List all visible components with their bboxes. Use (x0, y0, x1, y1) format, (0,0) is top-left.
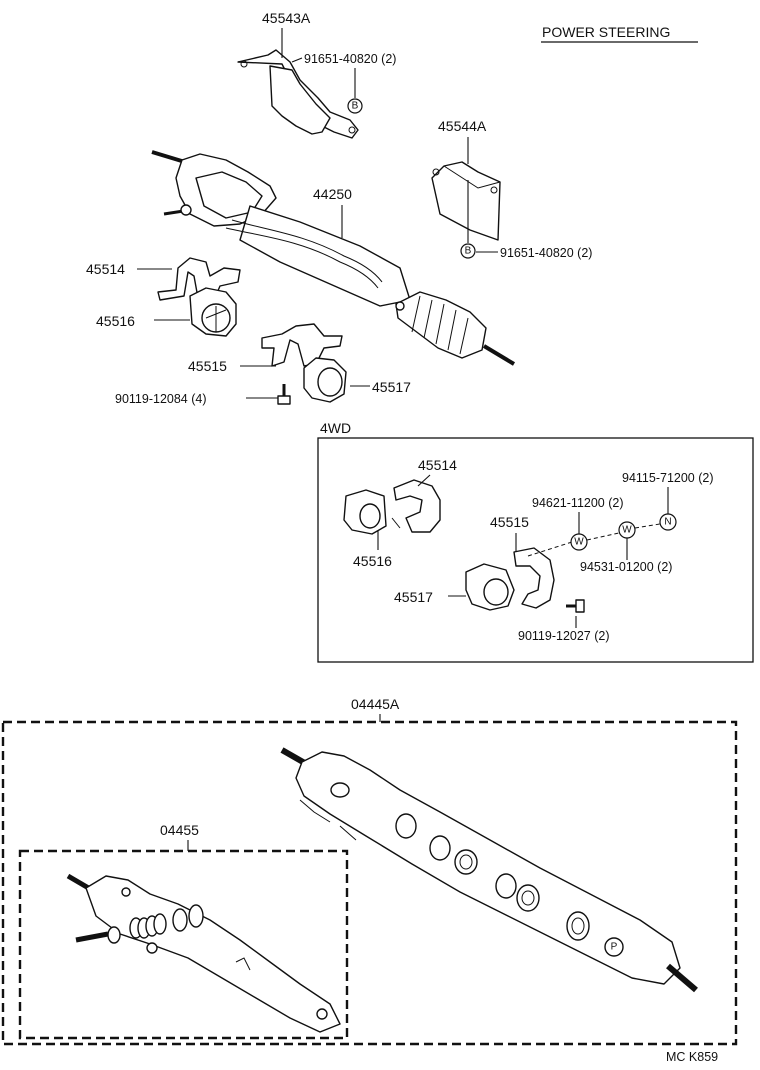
label-4wd-45516: 45516 (353, 553, 392, 569)
bolt-90119-12084-drawing (277, 384, 291, 405)
kit-04455-box (18, 849, 349, 1040)
gasket-kit-04455-drawing (66, 873, 341, 1033)
bushing-45516-drawing (189, 287, 237, 337)
diagram-title: POWER STEERING (542, 24, 670, 40)
label-45517: 45517 (372, 379, 411, 395)
bolt-symbol-b-right (460, 243, 476, 259)
wd-bushing-45516-drawing (343, 489, 387, 535)
bolt-symbol-b-top (347, 98, 363, 114)
label-04455: 04455 (160, 822, 199, 838)
label-90119-12027: 90119-12027 (2) (518, 629, 610, 643)
symbol-n: N (664, 517, 671, 528)
label-04445A: 04445A (351, 696, 400, 712)
bracket-45544A-drawing (431, 161, 501, 241)
section-4wd-box (317, 437, 754, 663)
label-45515: 45515 (188, 358, 227, 374)
bracket-45543A-drawing (237, 49, 359, 139)
section-4wd-label: 4WD (320, 420, 351, 436)
symbol-p: P (611, 942, 618, 953)
gasket-kit-04445A-drawing (280, 747, 698, 993)
symbol-w2: W (622, 525, 632, 536)
label-44250: 44250 (313, 186, 352, 202)
label-4wd-45517: 45517 (394, 589, 433, 605)
wd-bolt-90119-12027-drawing (566, 599, 585, 613)
bracket-45514-drawing (157, 257, 241, 301)
label-91651-40820-top: 91651-40820 (2) (304, 52, 396, 66)
bushing-45517-drawing (303, 357, 347, 403)
diagram-code: MC K859 (666, 1050, 718, 1064)
symbol-w1: W (574, 537, 584, 548)
label-4wd-45515: 45515 (490, 514, 529, 530)
kit-04445A-box (1, 720, 738, 1046)
steering-gear-44250-drawing (151, 150, 516, 366)
wd-bracket-45514-drawing (391, 479, 441, 533)
label-90119-12084: 90119-12084 (4) (115, 392, 207, 406)
label-45516: 45516 (96, 313, 135, 329)
label-94115-71200: 94115-71200 (2) (622, 471, 714, 485)
label-4wd-45514: 45514 (418, 457, 457, 473)
label-45514: 45514 (86, 261, 125, 277)
label-45543A: 45543A (262, 10, 311, 26)
wd-bracket-45515-drawing (513, 547, 555, 609)
label-91651-40820-right: 91651-40820 (2) (500, 246, 592, 260)
wd-bushing-45517-drawing (465, 563, 515, 611)
label-94531-01200: 94531-01200 (2) (580, 560, 672, 574)
label-45544A: 45544A (438, 118, 487, 134)
symbol-b-top: B (352, 101, 359, 112)
symbol-b-right: B (465, 246, 472, 257)
label-94621-11200: 94621-11200 (2) (532, 496, 624, 510)
